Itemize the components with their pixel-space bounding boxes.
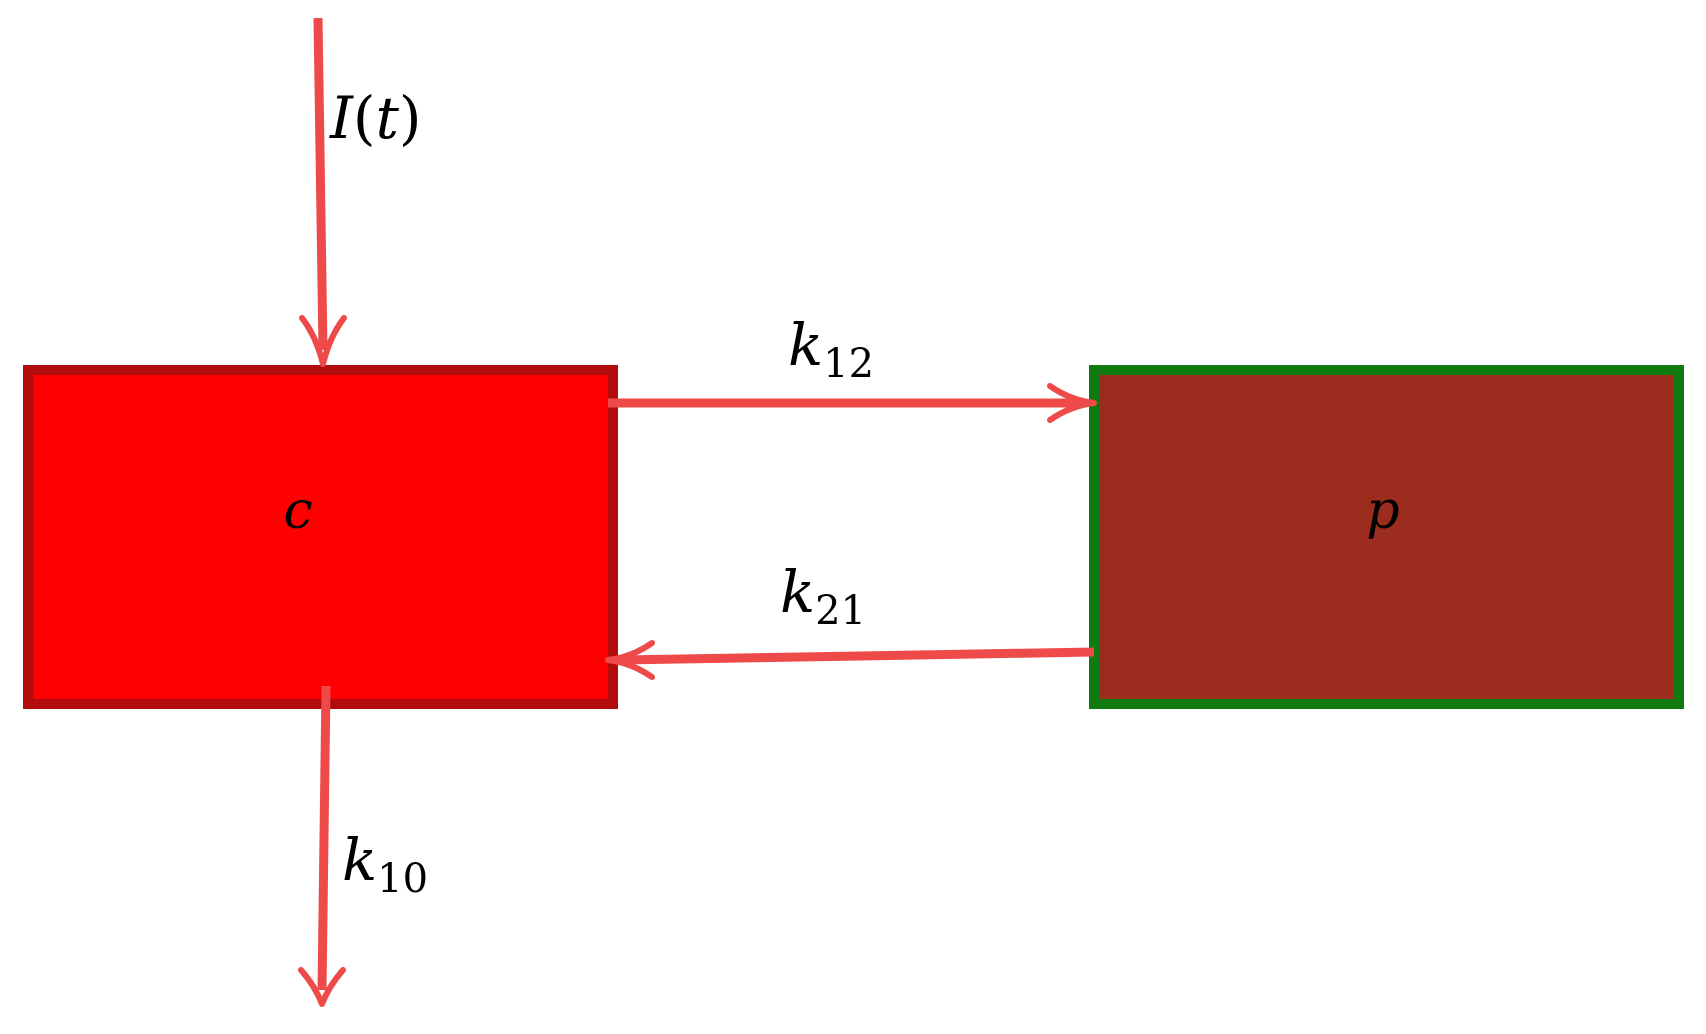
- input-arrow-label: I(t): [329, 84, 422, 152]
- central-compartment: c: [23, 365, 618, 709]
- input-arrow: I(t): [299, 17, 422, 367]
- k21-arrow: k21: [605, 558, 1095, 680]
- k12-arrow-head: [1047, 383, 1097, 423]
- k21-subscript: 21: [815, 588, 866, 634]
- peripheral-compartment: p: [1089, 365, 1684, 709]
- peripheral-compartment-label: p: [1366, 481, 1399, 541]
- k10-label: k10: [342, 826, 428, 902]
- input-symbol: I: [329, 84, 354, 152]
- input-arg: t: [376, 84, 400, 152]
- k10-arrow-shaft: [317, 685, 331, 991]
- central-compartment-label: c: [283, 481, 312, 541]
- k12-arrow: k12: [608, 311, 1097, 423]
- k21-label: k21: [780, 558, 866, 634]
- k10-arrow-head: [298, 967, 346, 1007]
- peripheral-compartment-box: [1089, 365, 1684, 709]
- central-compartment-box: [23, 365, 618, 709]
- input-close-paren: ): [399, 84, 422, 152]
- input-open-paren: (: [353, 84, 376, 152]
- input-arrow-head: [299, 315, 347, 367]
- k21-symbol: k: [780, 558, 815, 626]
- k12-label: k12: [788, 311, 874, 387]
- k10-symbol: k: [342, 826, 377, 894]
- input-arrow-shaft: [313, 17, 328, 351]
- k12-subscript: 12: [823, 341, 874, 387]
- k12-symbol: k: [788, 311, 823, 379]
- k21-arrow-shaft: [621, 647, 1095, 665]
- k10-subscript: 10: [377, 856, 428, 902]
- k21-arrow-head: [605, 640, 655, 680]
- k10-arrow: k10: [298, 685, 428, 1007]
